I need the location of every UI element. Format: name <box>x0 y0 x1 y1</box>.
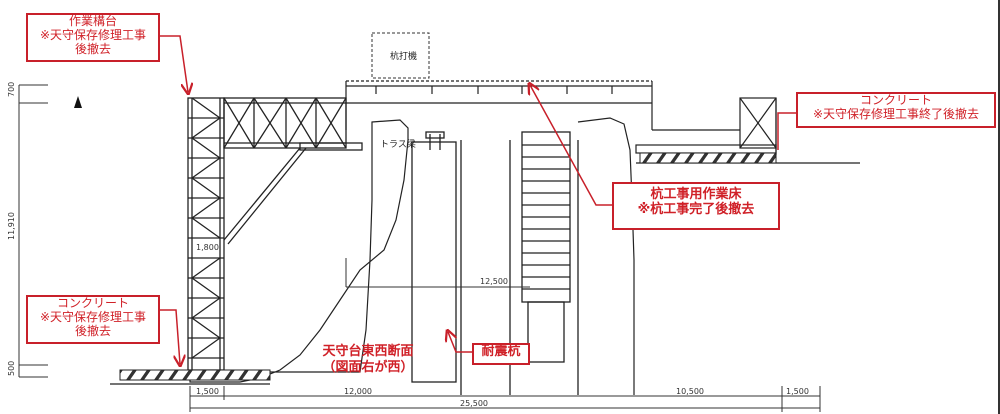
callout-line: ※天守保存修理工事 <box>39 27 147 42</box>
svg-text:500: 500 <box>7 361 16 376</box>
callout-line: 後撤去 <box>74 323 111 338</box>
callout-pile-work-floor: 杭工事用作業床 ※杭工事完了後撤去 <box>612 182 780 230</box>
svg-text:12,500: 12,500 <box>480 277 508 286</box>
callout-line: コンクリート <box>859 93 932 107</box>
concrete-left-slab <box>119 369 271 381</box>
callout-line: 耐震杭 <box>481 344 521 359</box>
callout-line: ※杭工事完了後撤去 <box>637 201 755 217</box>
callout-line: コンクリート <box>56 296 129 310</box>
svg-text:1,500: 1,500 <box>786 387 809 396</box>
svg-text:10,500: 10,500 <box>676 387 704 396</box>
stone-wall-right <box>577 117 635 395</box>
vertical-dimension <box>18 84 48 378</box>
section-title: 天守台東西断面 （図面右が西） <box>308 344 428 375</box>
north-marker-icon <box>74 96 82 108</box>
callout-work-platform: 作業構台 ※天守保存修理工事 後撤去 <box>26 13 160 62</box>
svg-text:1,800: 1,800 <box>196 243 219 252</box>
callout-line: ※天守保存修理工事 <box>39 309 147 324</box>
svg-text:トラス梁: トラス梁 <box>380 138 416 150</box>
callout-line: 後撤去 <box>74 41 111 56</box>
callout-line: ※天守保存修理工事終了後撤去 <box>812 106 980 121</box>
svg-text:12,000: 12,000 <box>344 387 372 396</box>
bottom-dimensions <box>189 386 821 412</box>
section-subtitle-text: （図面右が西） <box>322 359 414 375</box>
svg-text:700: 700 <box>7 82 16 97</box>
callout-concrete-right: コンクリート ※天守保存修理工事終了後撤去 <box>796 92 996 128</box>
callout-line: 杭工事用作業床 <box>650 187 742 202</box>
svg-text:25,500: 25,500 <box>460 399 488 408</box>
stone-wall-left <box>189 119 409 383</box>
left-tower <box>187 97 225 371</box>
seismic-piles <box>411 131 579 395</box>
callout-line: 作業構台 <box>68 14 117 28</box>
svg-text:杭打機: 杭打機 <box>390 50 417 62</box>
callout-concrete-left: コンクリート ※天守保存修理工事 後撤去 <box>26 295 160 344</box>
section-title-text: 天守台東西断面 <box>322 344 414 359</box>
callout-seismic-pile: 耐震杭 <box>472 343 530 365</box>
upper-truss <box>223 97 363 245</box>
pile-driver-box <box>371 32 430 79</box>
svg-text:11,910: 11,910 <box>7 212 16 240</box>
pile-work-floor <box>345 80 653 130</box>
svg-text:1,500: 1,500 <box>196 387 219 396</box>
concrete-right-slab <box>639 152 777 164</box>
